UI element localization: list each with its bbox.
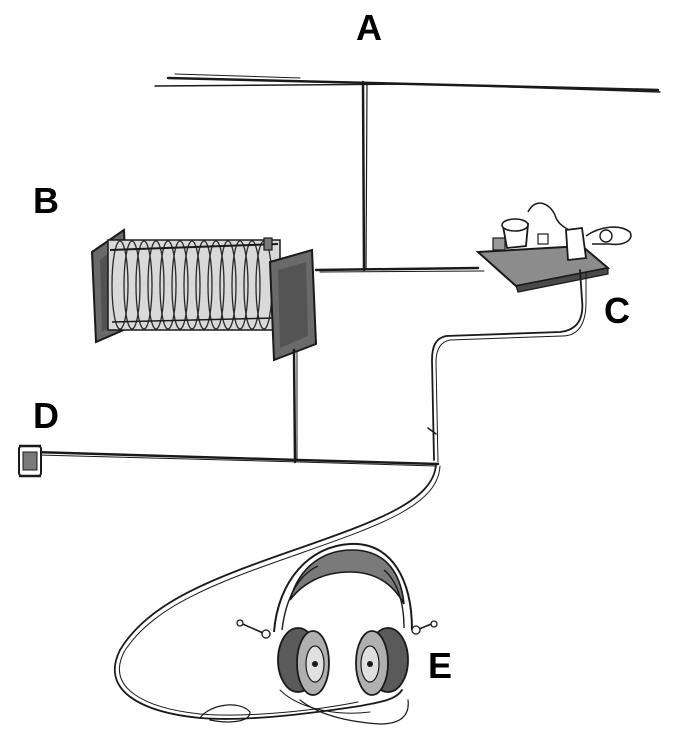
left-earpiece (277, 627, 330, 696)
label-b: B (33, 180, 59, 221)
label-e: E (428, 645, 453, 686)
ground-wire (32, 450, 440, 467)
detector-to-headphone-wire (427, 269, 587, 463)
antenna-lead-in (361, 80, 368, 272)
label-d: D (33, 395, 59, 436)
label-a: A (356, 7, 382, 48)
antenna-wire (154, 73, 661, 93)
label-c: C (604, 290, 630, 331)
coil-to-detector-wire (314, 266, 485, 273)
crystal-detector (475, 202, 632, 293)
ground-clamp (18, 444, 42, 478)
tuning-coil (90, 228, 318, 362)
coil-to-ground-wire (292, 348, 298, 464)
headphones (236, 542, 438, 696)
headphone-cord (113, 463, 441, 725)
right-earpiece (355, 627, 409, 696)
